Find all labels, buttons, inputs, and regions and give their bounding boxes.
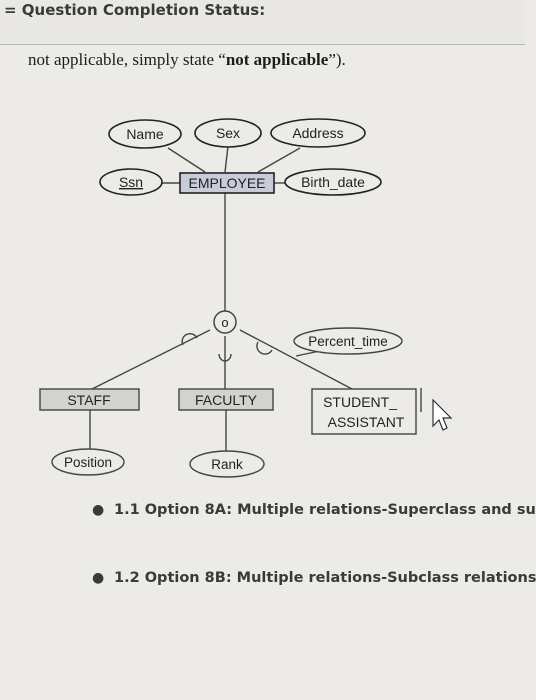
attribute-name-label: Name	[126, 126, 164, 142]
attribute-birth-date-label: Birth_date	[301, 174, 365, 190]
attribute-position: Position	[51, 448, 125, 476]
entity-employee: EMPLOYEE	[179, 172, 275, 194]
subclass-faculty-label: FACULTY	[195, 392, 258, 408]
question-status-header: = Question Completion Status:	[0, 0, 525, 45]
attribute-percent-time-label: Percent_time	[308, 334, 388, 349]
specialization-symbol: o	[221, 315, 228, 330]
attribute-sex: Sex	[194, 118, 262, 148]
attribute-sex-label: Sex	[216, 125, 240, 141]
attribute-rank-label: Rank	[211, 457, 243, 472]
subclass-student-assistant-line2: ASSISTANT	[328, 414, 405, 430]
attribute-address: Address	[270, 118, 366, 148]
eer-diagram: Name Sex Address Ssn Birth_date EMPLOYEE…	[39, 118, 453, 478]
question-status-title: = Question Completion Status:	[4, 1, 266, 19]
attribute-name: Name	[108, 119, 182, 149]
subclass-student-assistant-line1: STUDENT_	[323, 394, 397, 410]
subclass-staff-label: STAFF	[67, 392, 110, 408]
answer-options: ● 1.1 Option 8A: Multiple relations-Supe…	[92, 502, 536, 586]
question-instruction-text: not applicable, simply state “not applic…	[28, 50, 346, 69]
specialization-circle: o	[213, 310, 237, 334]
mouse-pointer-icon	[432, 398, 453, 431]
subclass-faculty: FACULTY	[178, 388, 274, 411]
entity-employee-label: EMPLOYEE	[188, 175, 265, 191]
attribute-position-label: Position	[64, 455, 112, 470]
attribute-rank: Rank	[189, 450, 265, 478]
attribute-ssn-label: Ssn	[119, 174, 143, 190]
attribute-address-label: Address	[292, 125, 343, 141]
status-marker: =	[4, 1, 22, 19]
svg-text:STUDENT_ ASSISTANT: STUDENT_ ASSISTANT	[323, 394, 405, 430]
bullet-icon: ●	[92, 570, 105, 586]
subclass-student-assistant: STUDENT_ ASSISTANT	[311, 388, 417, 435]
attribute-ssn: Ssn	[99, 168, 163, 196]
attribute-percent-time: Percent_time	[293, 327, 403, 355]
bullet-icon: ●	[92, 502, 105, 518]
subclass-staff: STAFF	[39, 388, 140, 411]
attribute-birth-date: Birth_date	[284, 168, 382, 196]
